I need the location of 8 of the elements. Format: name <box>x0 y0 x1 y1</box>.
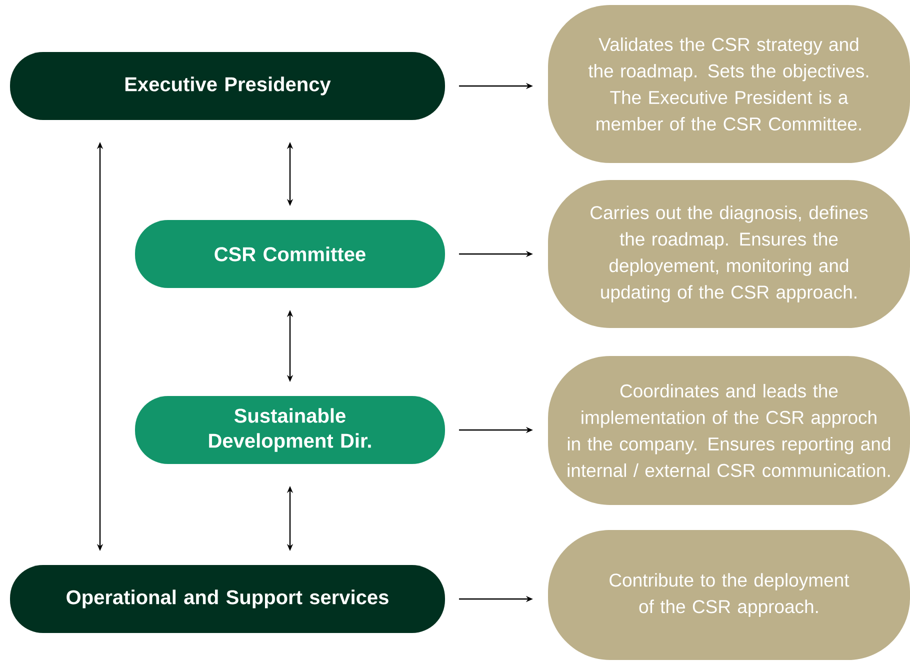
description-bubble: Validates the CSR strategy and the roadmap. Sets the objectives. The Executive President is a member of the CSR Committee. <box>548 4 910 163</box>
role-box: Operational and Support services <box>10 564 445 633</box>
description-bubble: Carries out the diagnosis, defines the roadmap. Ensures the deployement, monitoring and updating of the CSR approach. <box>548 180 910 328</box>
role-box: CSR Committee <box>135 220 445 288</box>
role-box: Sustainable Development Dir. <box>135 396 445 464</box>
description-bubble: Contribute to the deployment of the CSR approach. <box>548 530 910 660</box>
description-bubble: Coordinates and leads the implementation of the CSR approch in the company. Ensures reporting and internal / external CSR communication. <box>548 356 910 505</box>
role-box: Executive Presidency <box>10 52 445 120</box>
